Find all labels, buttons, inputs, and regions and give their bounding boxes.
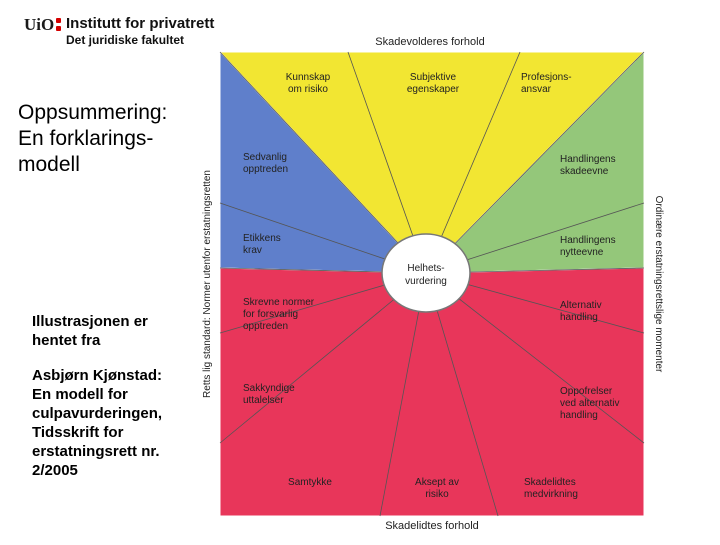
item-label: Subjektive bbox=[410, 72, 457, 83]
item-label: ansvar bbox=[521, 84, 552, 95]
caption-line: culpavurderingen, bbox=[32, 405, 163, 422]
item-label: Samtykke bbox=[288, 477, 332, 488]
top-heading: Skadevolderes forhold bbox=[375, 36, 484, 48]
divider-line bbox=[425, 272, 499, 517]
institute-name: Institutt for privatrett bbox=[66, 15, 215, 32]
caption-line: Illustrasjonen er bbox=[32, 313, 148, 330]
center-ellipse bbox=[381, 233, 471, 313]
item-label: Kunnskap bbox=[286, 72, 331, 83]
item-label: Skadelidtes bbox=[524, 477, 576, 488]
page-title: Oppsummering: En forklarings- modell bbox=[18, 100, 167, 178]
item-label: Etikkens bbox=[243, 233, 281, 244]
title-line: En forklarings- bbox=[18, 127, 154, 150]
diagram-svg: Helhets- vurdering Skadevolderes forhold… bbox=[202, 36, 664, 532]
divider-line bbox=[379, 272, 427, 517]
caption-line: Asbjørn Kjønstad: bbox=[32, 367, 162, 384]
item-label: uttalelser bbox=[243, 395, 284, 406]
item-label: Profesjons- bbox=[521, 72, 572, 83]
item-label: ved alternativ bbox=[560, 398, 619, 409]
logo-mark: UiO bbox=[24, 15, 55, 34]
item-label: Oppofrelser bbox=[560, 386, 613, 397]
item-label: handling bbox=[560, 312, 598, 323]
culpa-model-diagram: Helhets- vurdering Skadevolderes forhold… bbox=[180, 28, 680, 540]
item-label: om risiko bbox=[288, 84, 328, 95]
item-label: for forsvarlig bbox=[243, 309, 298, 320]
item-label: Skrevne normer bbox=[243, 297, 315, 308]
item-label: Sedvanlig bbox=[243, 152, 287, 163]
caption-line: 2/2005 bbox=[32, 462, 78, 479]
item-label: medvirkning bbox=[524, 489, 578, 500]
item-label: opptreden bbox=[243, 164, 288, 175]
caption-line: erstatningsrett nr. bbox=[32, 443, 160, 460]
divider-line bbox=[219, 51, 427, 274]
item-label: opptreden bbox=[243, 321, 288, 332]
item-label: Handlingens bbox=[560, 235, 616, 246]
caption-reference: Asbjørn Kjønstad: En modell for culpavur… bbox=[32, 366, 162, 480]
right-side-heading: Ordinære erstatningsrettslige momenter bbox=[653, 196, 664, 373]
caption-line: En modell for bbox=[32, 386, 128, 403]
divider-line bbox=[425, 51, 645, 274]
center-label: vurdering bbox=[405, 276, 447, 287]
item-label: Alternativ bbox=[560, 300, 602, 311]
divider-line bbox=[425, 272, 645, 444]
caption-line: Tidsskrift for bbox=[32, 424, 124, 441]
caption-line: hentet fra bbox=[32, 332, 101, 349]
title-line: modell bbox=[18, 153, 80, 176]
item-label: risiko bbox=[425, 489, 449, 500]
left-side-heading: Retts lig standard: Normer utenfor ersta… bbox=[202, 170, 213, 398]
center-label: Helhets- bbox=[407, 263, 444, 274]
divider-line bbox=[219, 272, 427, 444]
caption-intro: Illustrasjonen er hentet fra bbox=[32, 312, 148, 350]
faculty-name: Det juridiske fakultet bbox=[66, 33, 185, 47]
item-label: Aksept av bbox=[415, 477, 459, 488]
item-label: nytteevne bbox=[560, 247, 604, 258]
title-line: Oppsummering: bbox=[18, 101, 168, 124]
bottom-heading: Skadelidtes forhold bbox=[385, 520, 479, 532]
item-label: handling bbox=[560, 410, 598, 421]
item-label: Sakkyndige bbox=[243, 383, 295, 394]
item-label: skadeevne bbox=[560, 166, 609, 177]
item-label: egenskaper bbox=[407, 84, 460, 95]
item-label: krav bbox=[243, 245, 262, 256]
item-label: Handlingens bbox=[560, 154, 616, 165]
logo-colon-icon bbox=[56, 16, 62, 32]
